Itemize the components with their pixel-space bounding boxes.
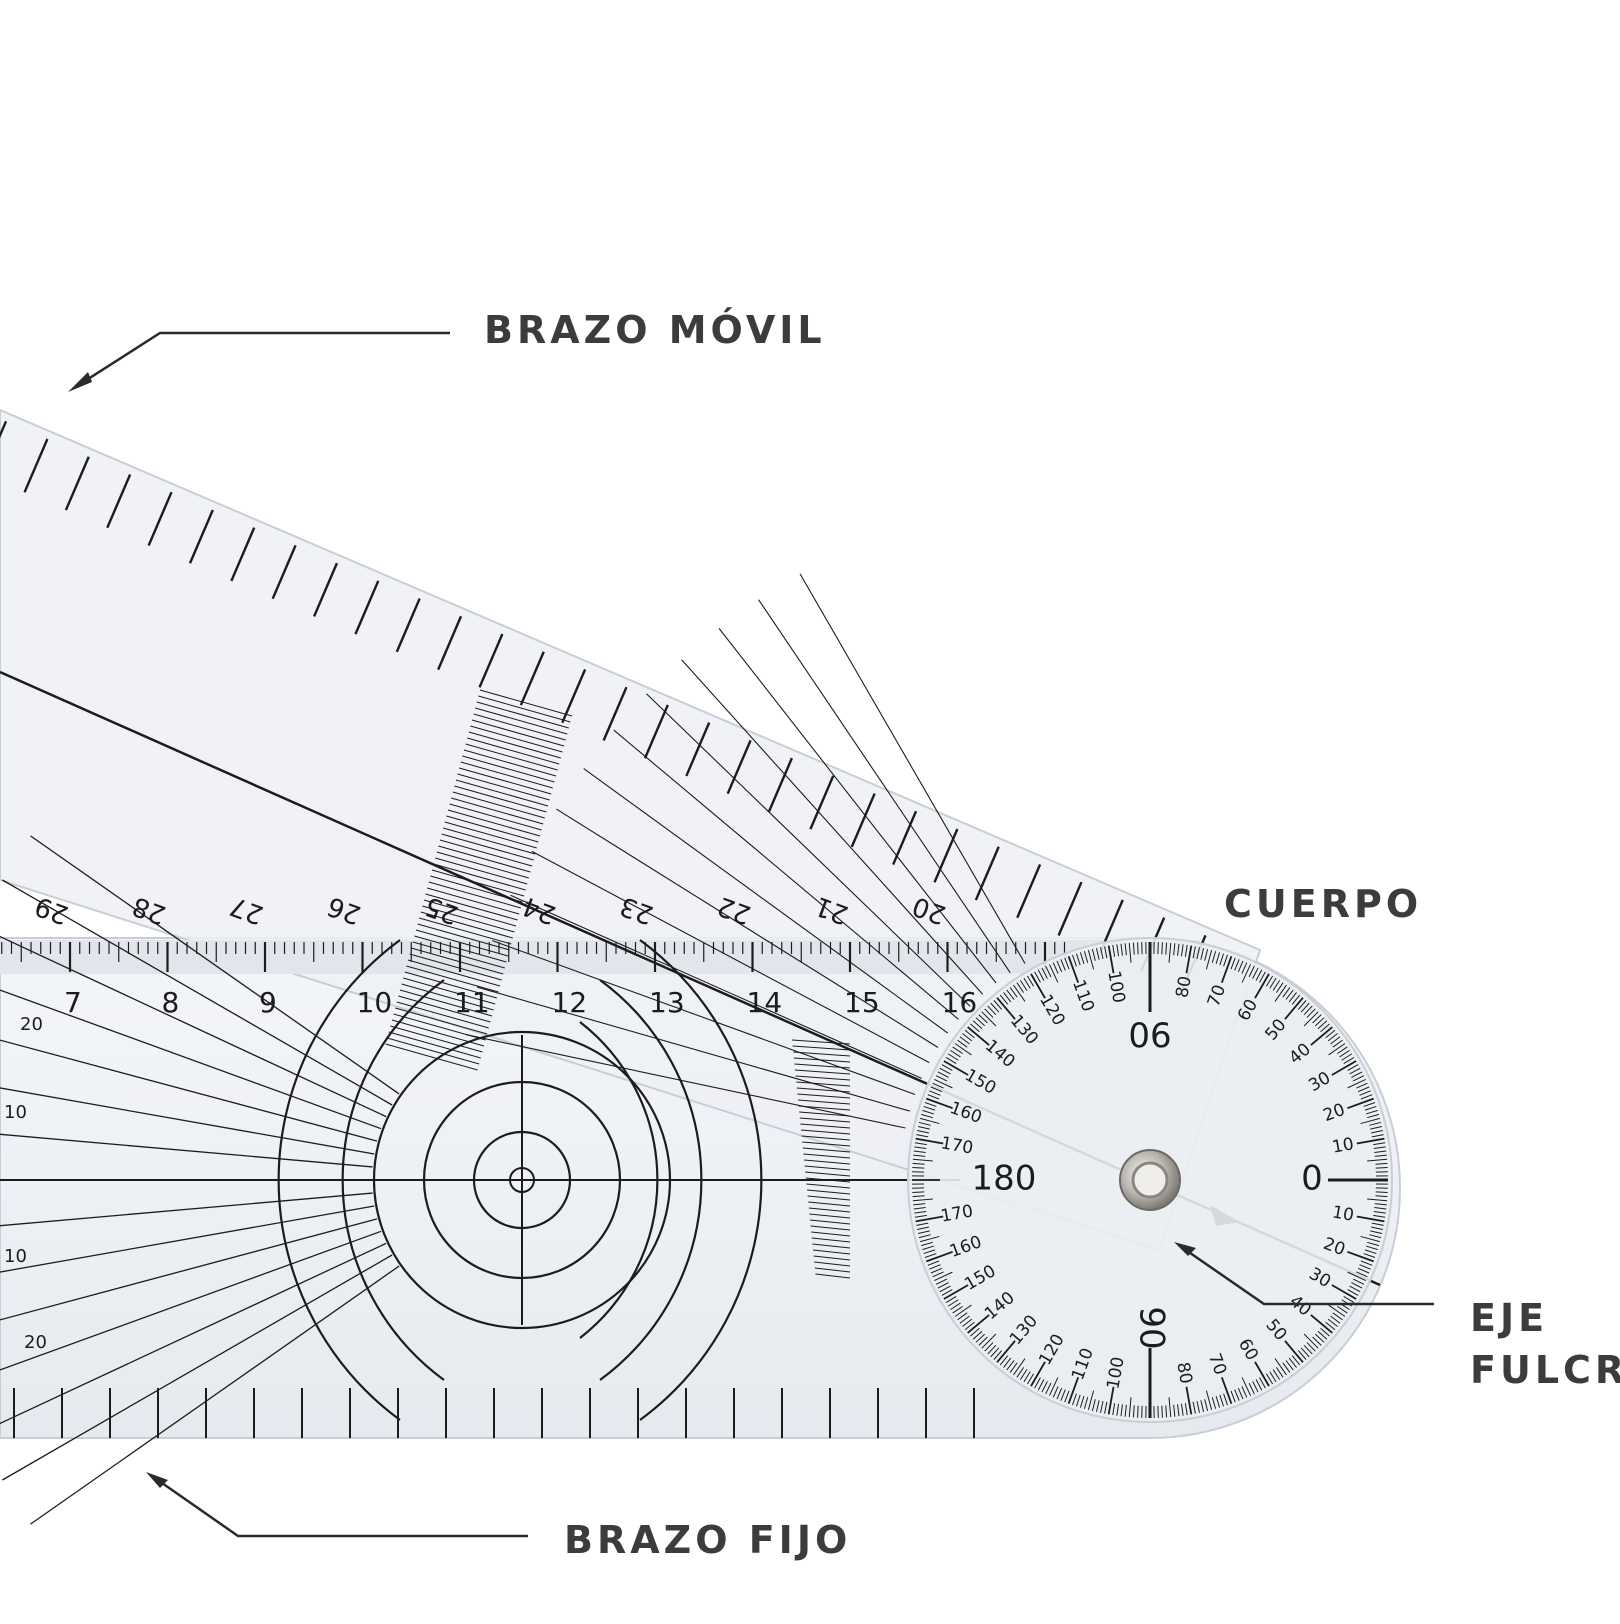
dial-tick xyxy=(1162,942,1163,954)
dial-minor-label: 80 xyxy=(1172,1361,1195,1386)
dial-tick xyxy=(1138,942,1139,954)
rivet-icon xyxy=(1120,1150,1180,1210)
dial-tick xyxy=(912,1168,924,1169)
leader-movable-arm xyxy=(74,333,450,388)
dial-minor-label: 80 xyxy=(1172,975,1195,1000)
dial-minor-label: 10 xyxy=(1331,1134,1356,1157)
fixed-arm-ruler-strip xyxy=(0,940,1200,974)
label-fixed-arm: BRAZO FIJO xyxy=(564,1518,851,1562)
label-fulcrum: FULCRO xyxy=(1470,1344,1620,1396)
dial-tick xyxy=(912,1192,924,1193)
arrow-movable-arm-icon xyxy=(68,372,92,392)
leader-fixed-arm xyxy=(152,1476,528,1536)
cm-label: 10 xyxy=(357,986,393,1019)
side-label: 20 xyxy=(24,1332,47,1353)
fixed-arm-bottom-ticks xyxy=(14,1388,974,1438)
cm-label: 15 xyxy=(844,986,880,1019)
dial-tick xyxy=(1138,1406,1139,1418)
dial-label-left: 180 xyxy=(972,1159,1037,1199)
label-body: CUERPO xyxy=(1224,882,1422,926)
side-label: 10 xyxy=(4,1246,27,1267)
dial-minor-label: 10 xyxy=(1331,1202,1356,1225)
label-movable-arm: BRAZO MÓVIL xyxy=(484,308,826,352)
side-label: 10 xyxy=(4,1102,27,1123)
dial-label-bottom: 90 xyxy=(1132,1306,1172,1349)
cm-label: 16 xyxy=(942,986,978,1019)
dial-label-top: 90 xyxy=(1128,1014,1171,1054)
side-label: 20 xyxy=(20,1014,43,1035)
dial-tick xyxy=(1376,1168,1388,1169)
dial-tick xyxy=(1376,1192,1388,1193)
label-axis-fulcrum: EJE FULCRO xyxy=(1470,1292,1620,1396)
cm-label: 13 xyxy=(649,986,685,1019)
label-axis: EJE xyxy=(1470,1292,1620,1344)
cm-label: 8 xyxy=(162,986,180,1019)
dial-label-right: 0 xyxy=(1301,1159,1323,1199)
dial-tick xyxy=(1162,1406,1163,1418)
